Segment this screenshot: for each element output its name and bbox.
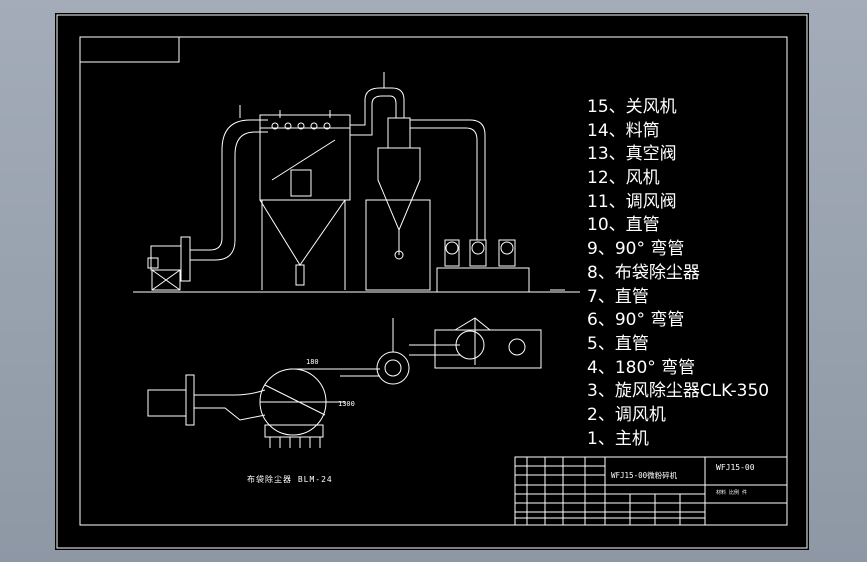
parts-list-item: 8、布袋除尘器 (587, 262, 700, 283)
plan-caption: 布袋除尘器 BLM-24 (247, 474, 333, 484)
parts-list-item: 6、90° 弯管 (587, 310, 685, 331)
dim-180: 180 (306, 358, 319, 366)
parts-list-item: 14、料筒 (587, 120, 660, 141)
title-block (514, 456, 788, 526)
parts-list-item: 12、风机 (587, 168, 660, 189)
parts-list-item: 5、直管 (587, 333, 649, 354)
corner-label-box (79, 36, 180, 63)
outer-frame (56, 14, 808, 549)
elevation-view (133, 72, 580, 293)
parts-list-item: 7、直管 (587, 286, 649, 307)
parts-list-item: 10、直管 (587, 215, 660, 236)
drawing-number: WFJ15-00 (716, 463, 755, 472)
parts-list-item: 1、主机 (587, 428, 649, 449)
parts-list-item: 4、180° 弯管 (587, 357, 696, 378)
drawing-title: WFJ15-00微粉碎机 (611, 470, 678, 480)
parts-list-item: 9、90° 弯管 (587, 239, 685, 260)
parts-list-item: 13、真空阀 (587, 144, 677, 165)
parts-list-item: 11、调风阀 (587, 191, 677, 212)
inner-frame (79, 36, 788, 526)
dim-1300: 1300 (338, 400, 355, 408)
plan-view (147, 317, 542, 448)
parts-list-item: 3、旋风除尘器CLK-350 (587, 381, 770, 402)
parts-list-item: 2、调风机 (587, 404, 666, 425)
material-label: 材料 比例 件 (716, 489, 747, 496)
parts-list-item: 15、关风机 (587, 97, 677, 117)
